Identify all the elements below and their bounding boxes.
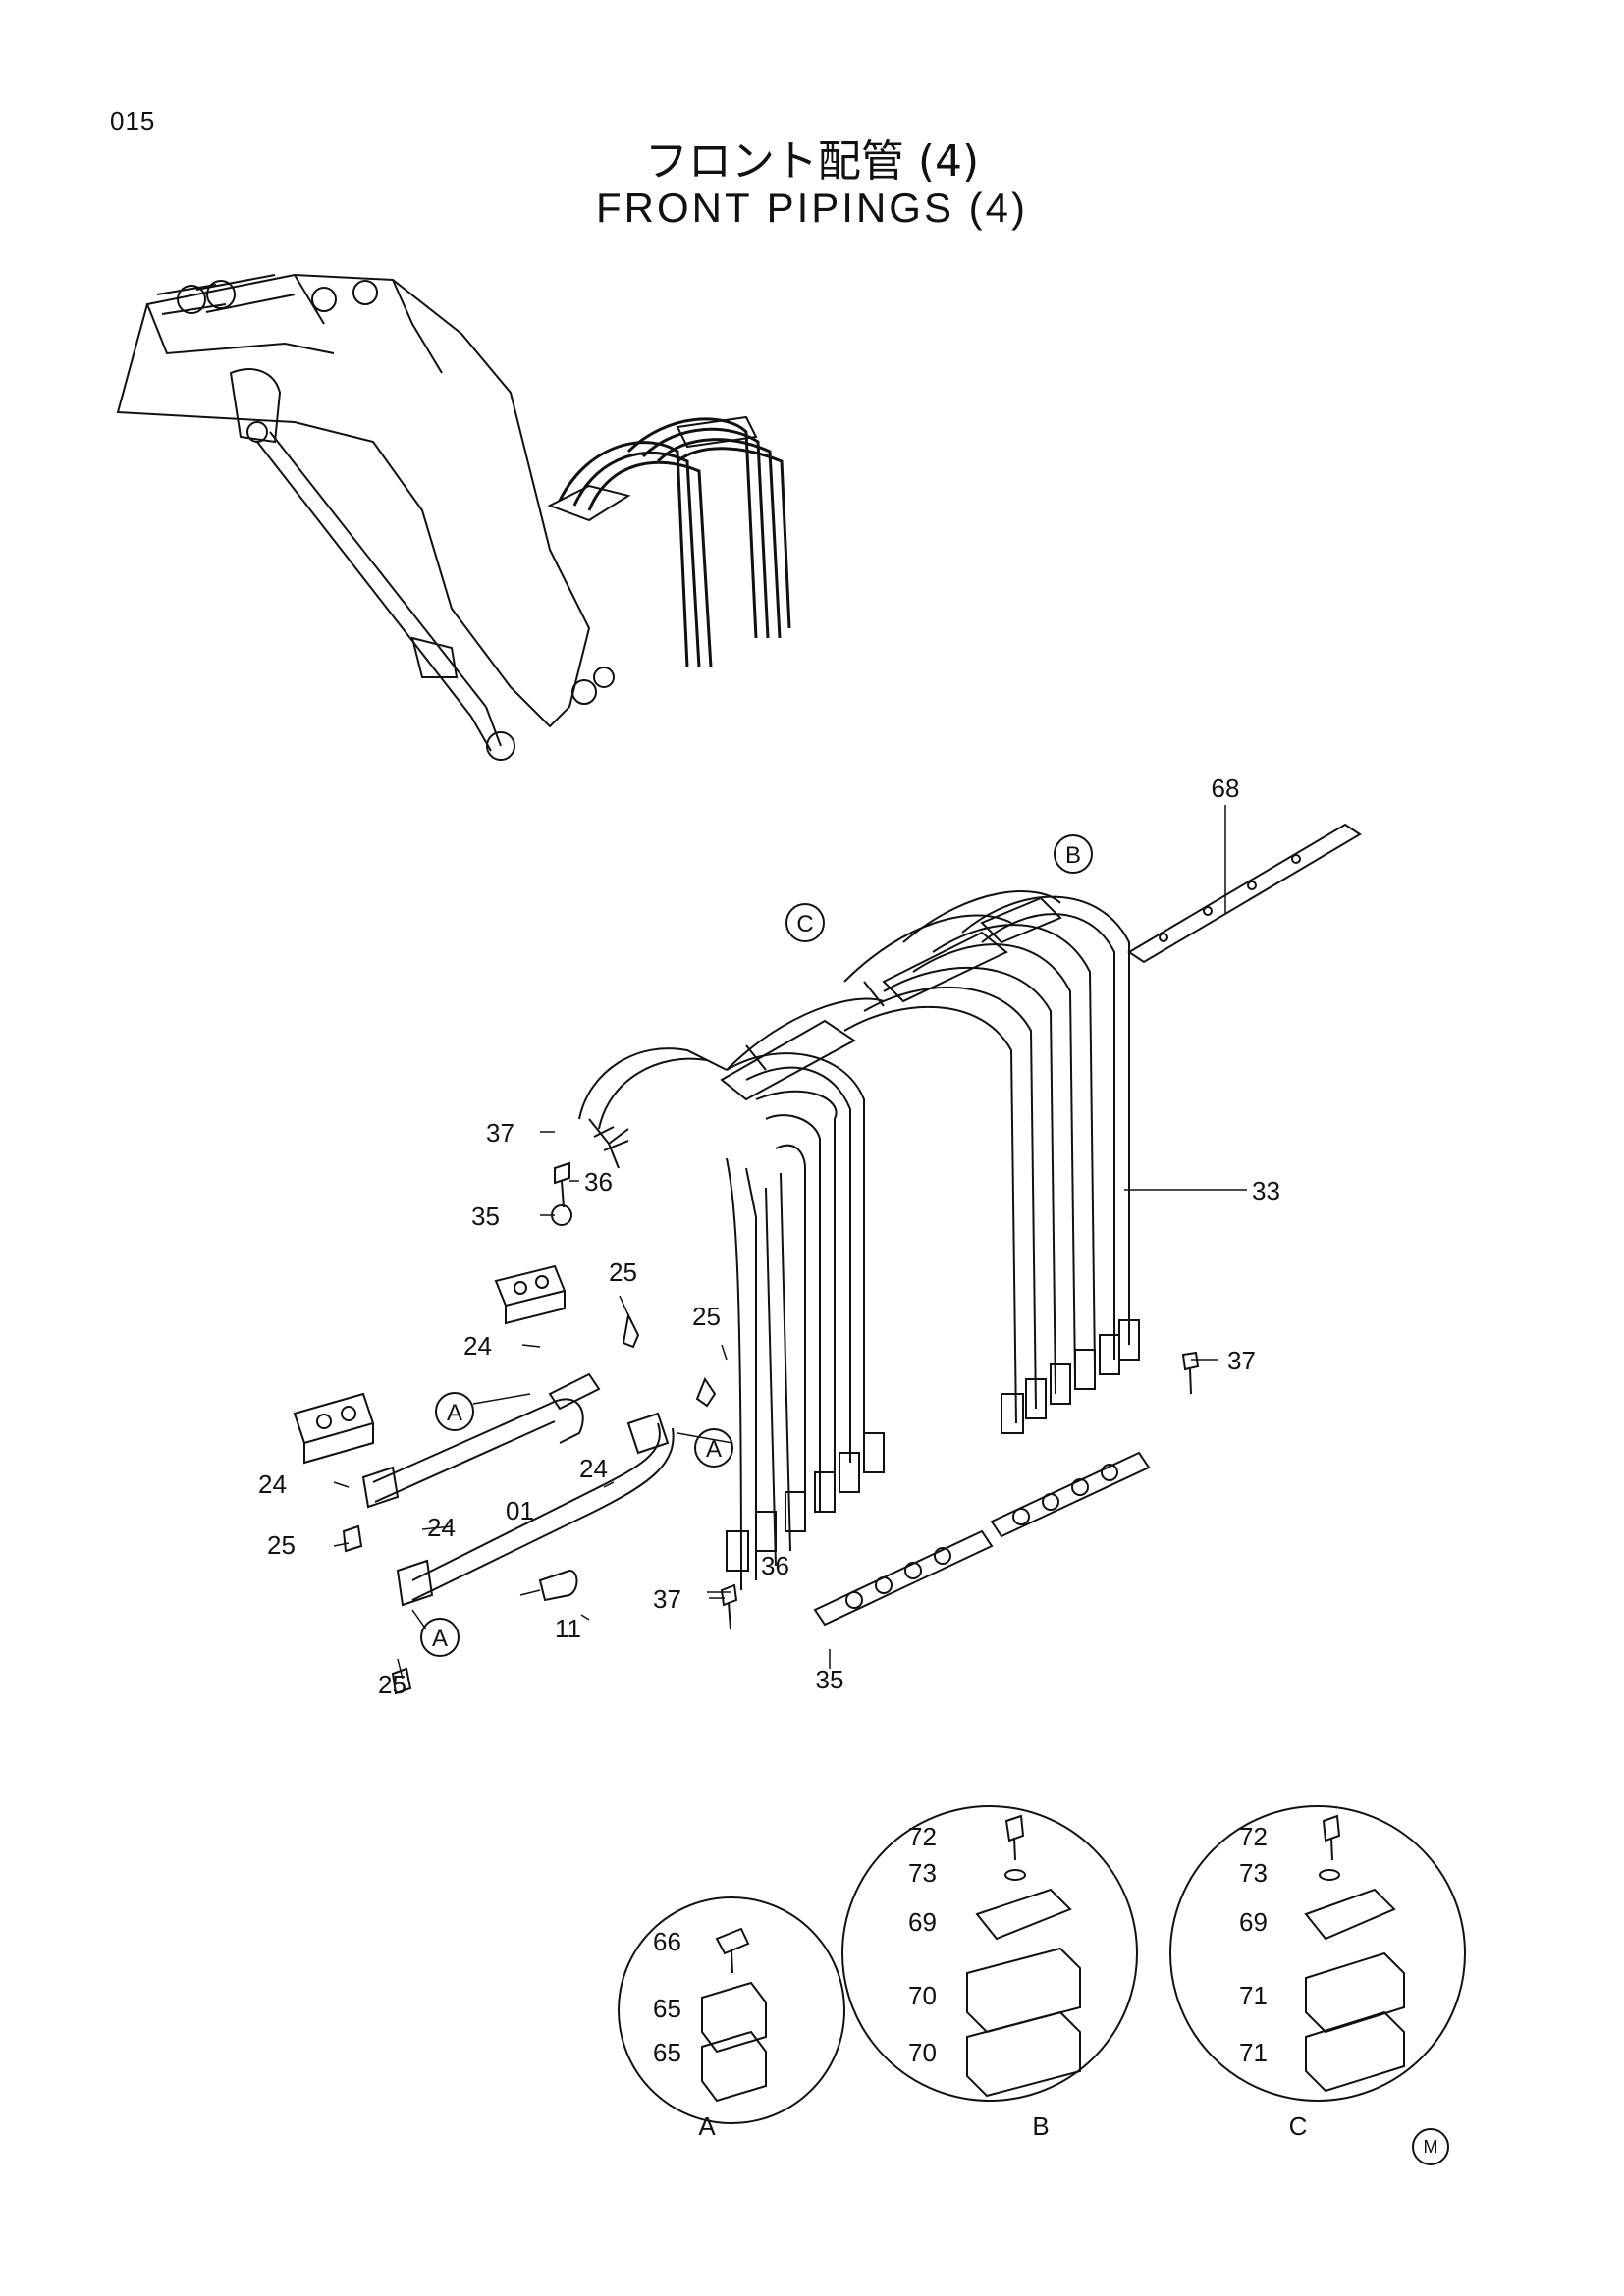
view-marker-c: [785, 903, 825, 942]
callout-35: 35: [471, 1201, 500, 1231]
detail-c-parts: [1304, 1814, 1405, 2093]
callout-73: 73: [1239, 1858, 1268, 1888]
callout-24: 24: [427, 1513, 456, 1542]
view-marker-a-label: A: [447, 1400, 462, 1426]
callout-01: 01: [506, 1496, 534, 1525]
callout-25: 25: [378, 1670, 406, 1699]
callout-35: 35: [816, 1665, 844, 1694]
callout-37: 37: [653, 1584, 681, 1614]
detail-circle-c: [1169, 1805, 1466, 2102]
view-marker-a-2: [694, 1428, 733, 1468]
callout-65: 65: [653, 1994, 681, 2023]
callout-72: 72: [908, 1822, 937, 1851]
callout-37: 37: [486, 1118, 514, 1148]
callout-70: 70: [908, 2038, 937, 2067]
page-title-japanese: フロント配管 (4): [644, 136, 980, 187]
view-marker-b: [1054, 834, 1093, 874]
callout-25: 25: [692, 1302, 721, 1331]
callout-66: 66: [653, 1927, 681, 1956]
view-marker-a-3: [420, 1618, 460, 1657]
detail-b-parts: [966, 1814, 1081, 2098]
callout-73: 73: [908, 1858, 937, 1888]
callout-71: 71: [1239, 2038, 1268, 2067]
callout-24: 24: [258, 1469, 287, 1499]
callout-11: 11: [555, 1614, 581, 1643]
view-marker-c-label: C: [796, 911, 813, 937]
view-marker-b-label: B: [1065, 842, 1081, 869]
callout-65: 65: [653, 2038, 681, 2067]
callout-24: 24: [463, 1331, 492, 1361]
footer-mark: M: [1412, 2128, 1449, 2165]
view-marker-a-label: A: [432, 1626, 448, 1652]
callout-33: 33: [1252, 1176, 1280, 1205]
callout-68: 68: [1212, 774, 1240, 803]
bolts: [342, 1161, 1200, 1695]
leader-lines: [333, 805, 1247, 1680]
callout-36: 36: [761, 1551, 789, 1580]
view-marker-a-1: [435, 1392, 474, 1431]
pipe-clamp-blocks: [293, 1264, 567, 1465]
strip-68: [1127, 823, 1362, 964]
detail-a-label: A: [698, 2111, 716, 2141]
callout-70: 70: [908, 1981, 937, 2010]
pipe-11: [396, 1412, 675, 1607]
detail-b-label: B: [1032, 2111, 1049, 2141]
callout-71: 71: [1239, 1981, 1268, 2010]
callout-37: 37: [1227, 1346, 1256, 1375]
detail-c-label: C: [1289, 2111, 1308, 2141]
callout-36: 36: [584, 1167, 613, 1197]
detail-circle-b: [841, 1805, 1138, 2102]
detail-a-parts: [701, 1927, 767, 2103]
callout-25: 25: [609, 1257, 637, 1287]
clamp-rows: [813, 1451, 1151, 1627]
callout-24: 24: [579, 1454, 608, 1483]
page-number: 015: [110, 106, 156, 135]
overview-boom-illustration: [116, 273, 791, 761]
callout-25: 25: [267, 1530, 296, 1560]
hose-bundle-33: [578, 890, 1140, 1591]
page-title-english: FRONT PIPINGS (4): [596, 185, 1028, 231]
callout-72: 72: [1239, 1822, 1268, 1851]
detail-circle-a: [618, 1896, 845, 2124]
view-marker-a-label: A: [706, 1436, 722, 1463]
callout-69: 69: [1239, 1907, 1268, 1937]
callout-69: 69: [908, 1907, 937, 1937]
pipe-01: [361, 1372, 601, 1509]
